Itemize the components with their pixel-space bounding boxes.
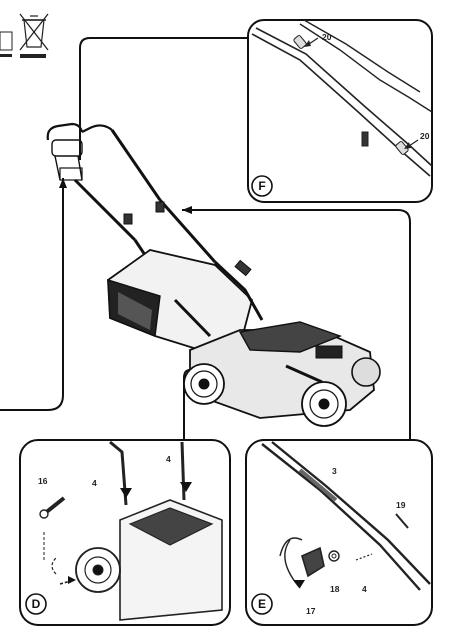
label-19: 19 bbox=[396, 500, 406, 510]
lawnmower-illustration bbox=[46, 122, 381, 427]
manual-book-icon bbox=[0, 31, 13, 57]
label-4-panel-e: 4 bbox=[362, 584, 367, 594]
panel-e-letter: E bbox=[258, 597, 266, 611]
panel-e: 3 19 18 17 4 E bbox=[245, 439, 433, 626]
panel-d: 16 4 4 D bbox=[19, 439, 231, 626]
panel-f: 20 20 F bbox=[247, 19, 433, 203]
label-20-bottom: 20 bbox=[420, 131, 430, 141]
label-4-left: 4 bbox=[92, 478, 97, 488]
panel-f-badge bbox=[251, 175, 273, 197]
callout-line-e bbox=[182, 209, 411, 440]
callout-line-f bbox=[79, 37, 248, 160]
label-16: 16 bbox=[38, 476, 48, 486]
panel-d-letter: D bbox=[32, 597, 41, 611]
callout-line-left bbox=[0, 178, 64, 411]
panel-f-letter: F bbox=[258, 179, 265, 193]
weee-crossed-bin-icon bbox=[19, 13, 49, 58]
label-3: 3 bbox=[332, 466, 337, 476]
label-17: 17 bbox=[306, 606, 316, 616]
label-4-right: 4 bbox=[166, 454, 171, 464]
label-18: 18 bbox=[330, 584, 340, 594]
label-20-top: 20 bbox=[322, 32, 332, 42]
panel-e-badge bbox=[251, 593, 273, 615]
panel-d-badge bbox=[25, 593, 47, 615]
